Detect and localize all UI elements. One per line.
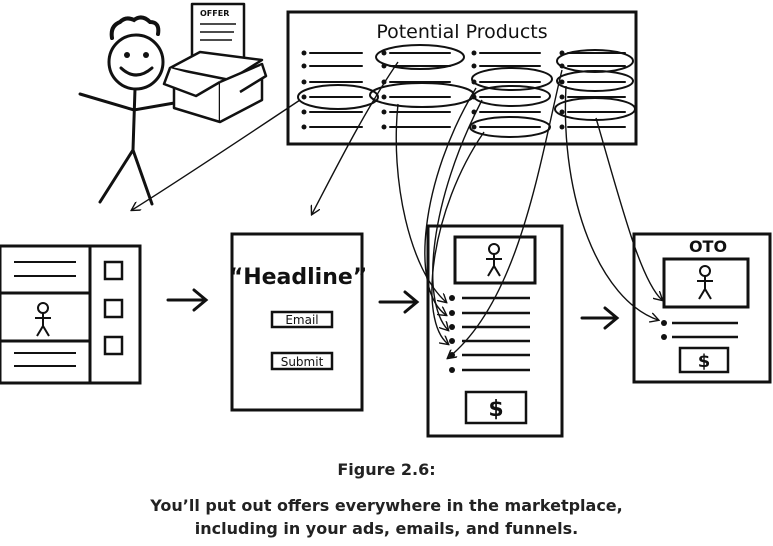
- sales-price-button: $: [488, 397, 503, 422]
- potential-products-panel: [286, 10, 638, 146]
- stick-figure-icon: [78, 15, 182, 206]
- figure-description-line-2: including in your ads, emails, and funne…: [194, 519, 579, 538]
- person-icon: [697, 265, 713, 300]
- figure-description: You’ll put out offers everywhere in the …: [0, 494, 773, 540]
- optin-headline: “Headline”: [229, 265, 368, 290]
- person-icon: [35, 302, 51, 337]
- figure-caption: Figure 2.6: You’ll put out offers everyw…: [0, 454, 773, 540]
- optin-email-field: Email: [285, 313, 318, 327]
- offer-box-label: OFFER: [200, 9, 229, 18]
- arrow-right-icon: [166, 288, 209, 312]
- sales-page-panel: [426, 224, 564, 438]
- optin-page-panel: [230, 232, 364, 412]
- optin-submit-button: Submit: [281, 355, 324, 369]
- oto-title: OTO: [689, 237, 727, 256]
- arrow-right-icon: [580, 306, 620, 330]
- person-icon: [486, 243, 502, 277]
- ad-layout-panel: [0, 244, 142, 385]
- oto-price-button: $: [698, 351, 711, 372]
- connector-arrows: [132, 61, 662, 358]
- potential-products-title: Potential Products: [376, 21, 547, 43]
- figure-description-line-1: You’ll put out offers everywhere in the …: [150, 496, 623, 515]
- arrow-right-icon: [378, 290, 420, 314]
- offers-diagram: OFFER: [0, 2, 772, 438]
- figure-label: Figure 2.6:: [337, 460, 436, 479]
- offer-box-icon: [162, 2, 268, 124]
